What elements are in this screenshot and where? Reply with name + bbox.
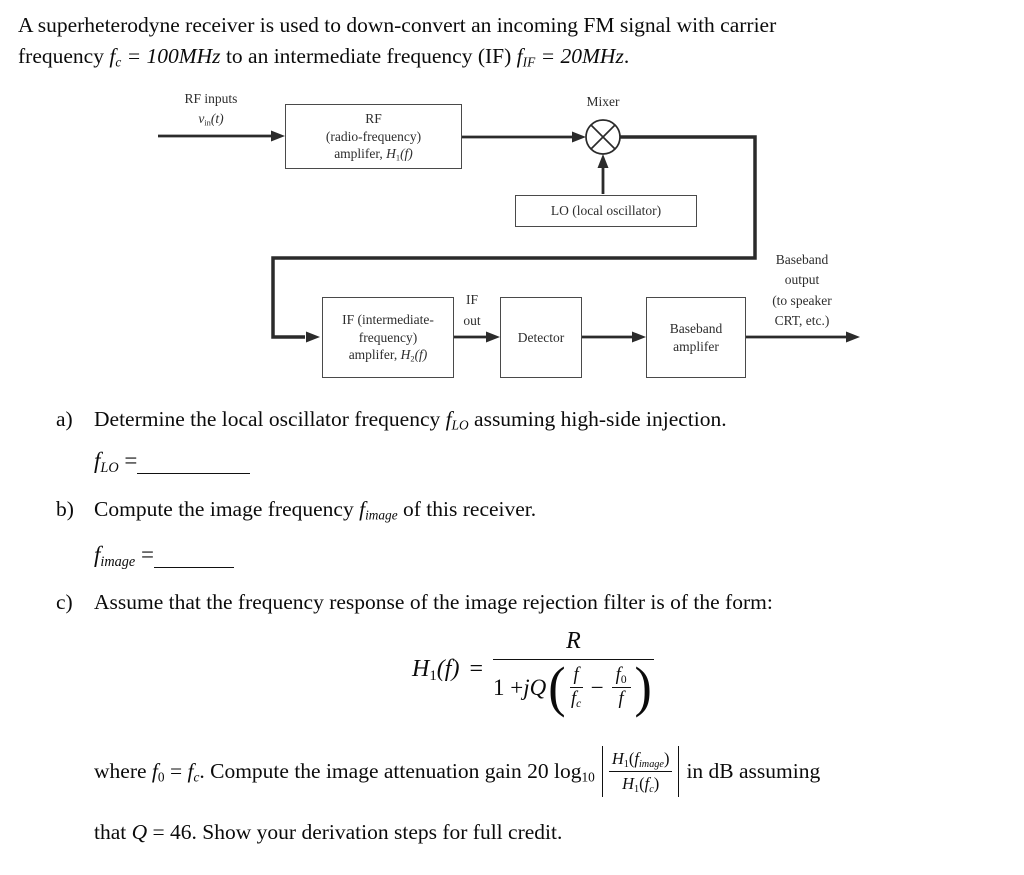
intro-line2: frequency fc = 100MHz to an intermediate…	[18, 44, 630, 70]
problem-statement: A superheterodyne receiver is used to do…	[18, 10, 1008, 72]
baseband-amplifier-box: Baseband amplifer	[646, 297, 746, 378]
answer-line-a	[137, 461, 251, 474]
detector-box: Detector	[500, 297, 582, 378]
mixer-label: Mixer	[586, 94, 620, 109]
if-amplifier-box: IF (intermediate- frequency) amplifer, H…	[322, 297, 454, 378]
if-to-detector-arrow	[452, 331, 500, 343]
flo-symbol: f	[445, 407, 452, 431]
answer-blank-a: fLO =	[94, 448, 251, 475]
formula-fraction: R 1 + jQ ( f fc − f0 f )	[492, 628, 654, 719]
gain-ratio-fraction: H1(fimage) H1(fc)	[601, 746, 680, 797]
local-oscillator-box: LO (local oscillator)	[515, 195, 697, 227]
baseband-output-arrow	[744, 331, 860, 343]
question-c-label: c)	[56, 590, 73, 614]
answer-line-b	[153, 555, 234, 568]
formula-lhs: H1(f)	[412, 655, 460, 684]
if-out-label: IF out	[463, 292, 481, 328]
mixer-symbol-icon	[585, 119, 621, 155]
rf-amplifier-box: RF (radio-frequency) amplifer, H1(f)	[285, 104, 462, 169]
rf-inputs-label: RF inputs vin(t)	[184, 91, 238, 128]
rf-input-arrow	[158, 130, 285, 142]
question-a-label: a)	[56, 407, 73, 431]
intro-line1: A superheterodyne receiver is used to do…	[18, 13, 777, 37]
question-a: a)Determine the local oscillator frequen…	[56, 407, 727, 433]
f0-over-f-fraction: f0 f	[611, 665, 631, 711]
question-b-label: b)	[56, 497, 74, 521]
answer-blank-b: fimage =	[94, 542, 234, 569]
filter-response-formula: H1(f) = R 1 + jQ ( f fc − f0 f )	[412, 628, 654, 719]
fif-symbol: f	[516, 44, 523, 68]
closing-line1: where f0 = fc. Compute the image attenua…	[94, 746, 820, 797]
detector-to-baseband-arrow	[580, 331, 646, 343]
question-c: c)Assume that the frequency response of …	[56, 590, 773, 614]
closing-line2: that Q = 46. Show your derivation steps …	[94, 820, 563, 844]
lo-to-mixer-arrow	[597, 154, 609, 194]
fimage-symbol: f	[359, 497, 366, 521]
baseband-output-label: Baseband output (to speaker CRT, etc.)	[772, 252, 832, 328]
rf-to-mixer-arrow	[460, 131, 586, 143]
fc-symbol: f	[109, 44, 116, 68]
question-b: b)Compute the image frequency fimage of …	[56, 497, 537, 523]
f-over-fc-fraction: f fc	[569, 665, 583, 711]
